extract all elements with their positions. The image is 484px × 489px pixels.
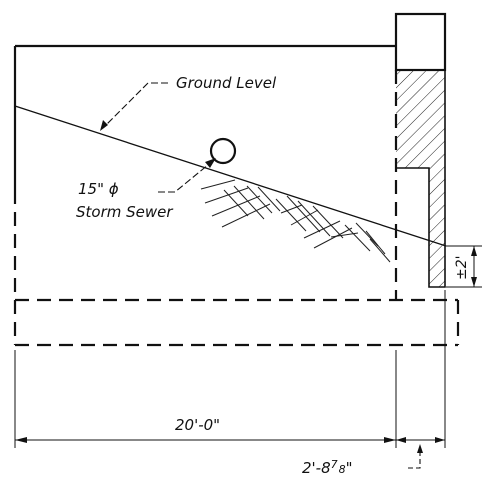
wall-thickness-dimension	[396, 437, 445, 469]
vertical-dimension-label: ±2'	[454, 256, 470, 281]
sewer-size-label: 15" ϕ	[78, 180, 119, 198]
basement-wall	[394, 12, 447, 288]
storm-sewer-pipe	[209, 137, 237, 165]
footing-outline	[13, 298, 460, 347]
wall-thickness-label: 2'-878"	[302, 458, 353, 477]
storm-sewer-leader	[158, 158, 216, 193]
horizontal-dimension	[14, 290, 446, 448]
ground-level-leader	[100, 82, 168, 131]
sewer-name-label: Storm Sewer	[76, 203, 173, 221]
ground-level-label: Ground Level	[176, 74, 277, 92]
horizontal-dimension-label: 20'-0"	[175, 416, 220, 434]
ground-level-line	[14, 105, 447, 247]
earth-hatching	[200, 179, 391, 263]
vertical-dimension	[446, 245, 482, 288]
